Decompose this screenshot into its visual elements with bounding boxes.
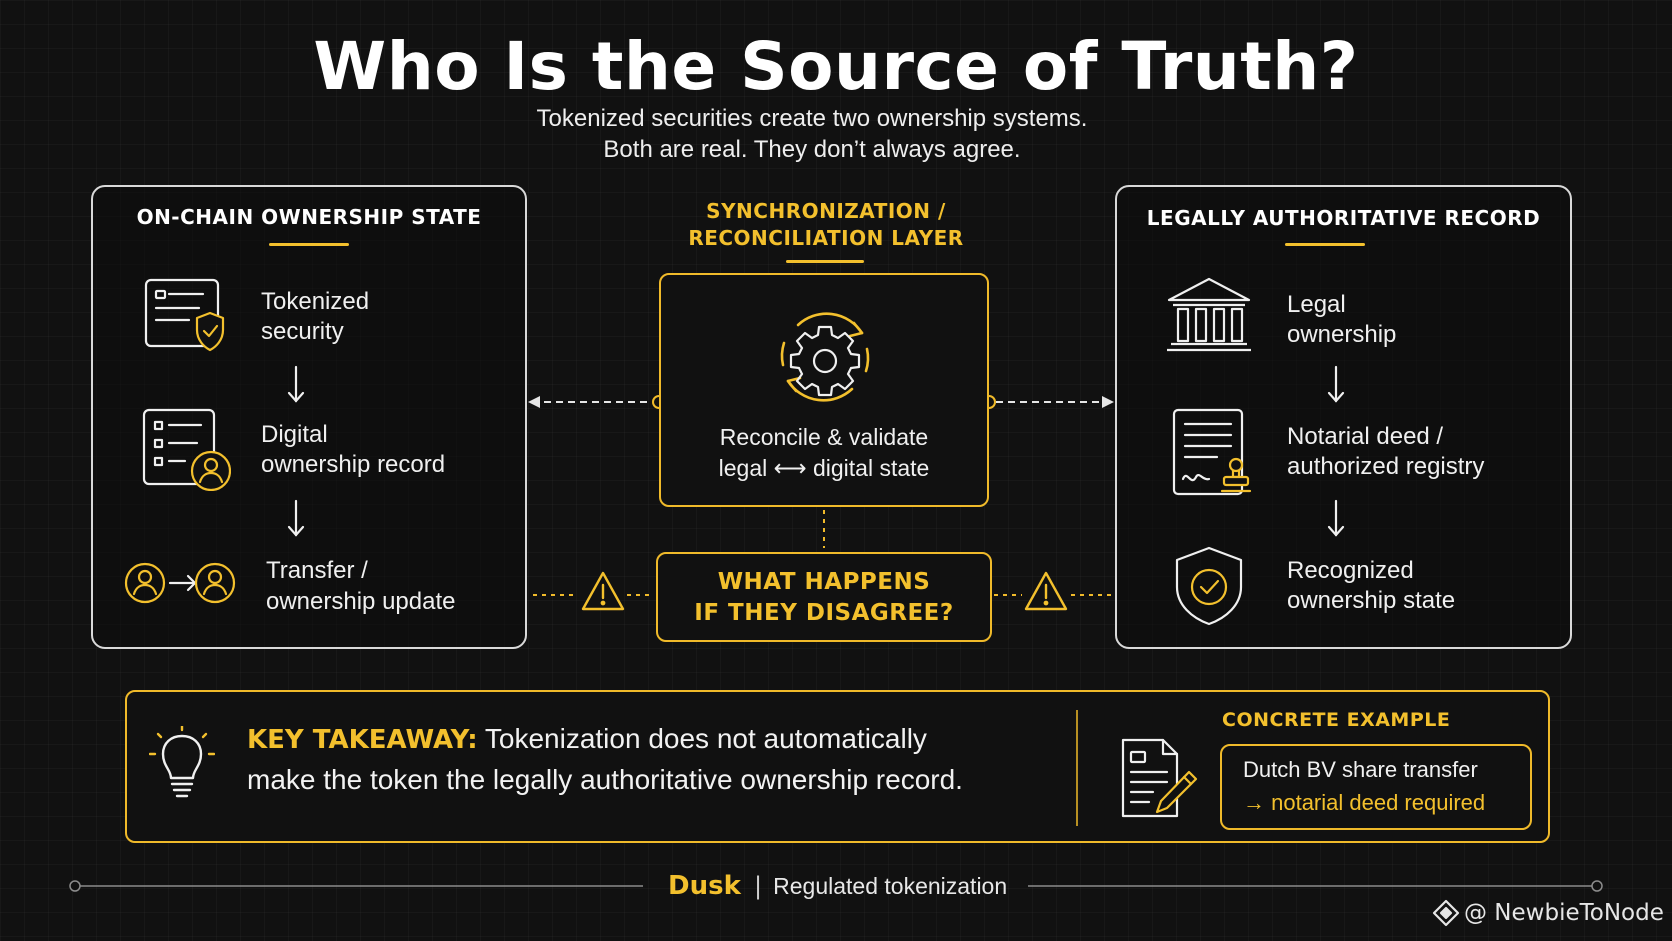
subtitle-line-1: Tokenized securities create two ownershi… bbox=[536, 105, 1088, 132]
footer-tagline: Regulated tokenization bbox=[773, 873, 1008, 899]
document-pen-icon bbox=[1119, 736, 1199, 822]
courthouse-icon bbox=[1165, 276, 1253, 354]
list-item-label: Transfer / ownership update bbox=[266, 557, 456, 615]
deed-stamp-icon bbox=[1171, 407, 1257, 499]
concrete-example-box: Dutch BV share transfer → notarial deed … bbox=[1220, 744, 1532, 830]
legal-record-panel: LEGALLY AUTHORITATIVE RECORD Legal owner… bbox=[1115, 185, 1572, 649]
title-underline bbox=[269, 243, 349, 246]
footer-separator: | bbox=[753, 872, 763, 900]
subtitle-line-2: Both are real. They don’t always agree. bbox=[603, 136, 1021, 163]
page-title: Who Is the Source of Truth? bbox=[313, 28, 1359, 105]
list-item-label: Tokenized security bbox=[261, 288, 370, 345]
key-takeaway-label: KEY TAKEAWAY: bbox=[247, 725, 478, 755]
list-item-label: Notarial deed / authorized registry bbox=[1287, 423, 1485, 480]
reconcile-box: Reconcile & validate legal ⟷ digital sta… bbox=[659, 273, 989, 507]
legal-record-panel-title: LEGALLY AUTHORITATIVE RECORD bbox=[1146, 206, 1541, 230]
arrow-down-icon bbox=[286, 365, 306, 405]
on-chain-panel: ON-CHAIN OWNERSHIP STATE Tokenized secur… bbox=[91, 185, 527, 649]
diamond-logo-icon bbox=[1432, 899, 1460, 927]
example-line-1: Dutch BV share transfer bbox=[1243, 757, 1478, 782]
list-item-label: Digital ownership record bbox=[261, 421, 446, 478]
list-item-label: Legal ownership bbox=[1287, 291, 1397, 348]
sync-gear-icon bbox=[770, 305, 880, 409]
footer: Dusk | Regulated tokenization bbox=[668, 871, 1007, 901]
lightbulb-icon bbox=[149, 726, 215, 802]
title-underline bbox=[1285, 243, 1365, 246]
arrow-down-icon bbox=[286, 499, 306, 539]
warning-icon bbox=[580, 570, 626, 612]
reconcile-text: Reconcile & validate legal ⟷ digital sta… bbox=[718, 424, 930, 481]
concrete-example-title: CONCRETE EXAMPLE bbox=[1222, 709, 1451, 731]
example-line-2: → notarial deed required bbox=[1243, 790, 1486, 815]
arrow-down-icon bbox=[1326, 365, 1346, 405]
key-takeaway-text: KEY TAKEAWAY: Tokenization does not auto… bbox=[247, 723, 963, 795]
disagree-text: WHAT HAPPENS IF THEY DISAGREE? bbox=[694, 569, 954, 626]
disagree-box: WHAT HAPPENS IF THEY DISAGREE? bbox=[656, 552, 992, 642]
on-chain-panel-title: ON-CHAIN OWNERSHIP STATE bbox=[136, 205, 482, 229]
arrow-down-icon bbox=[1326, 499, 1346, 539]
watermark: @ NewbieToNode bbox=[1464, 900, 1664, 926]
brand-name: Dusk bbox=[668, 871, 741, 901]
token-document-shield-icon bbox=[143, 276, 227, 356]
divider bbox=[1076, 710, 1078, 826]
user-transfer-icon bbox=[123, 561, 237, 605]
sync-layer-title: SYNCHRONIZATION / RECONCILIATION LAYER bbox=[688, 199, 964, 250]
key-takeaway-box: KEY TAKEAWAY: Tokenization does not auto… bbox=[125, 690, 1550, 843]
checklist-user-icon bbox=[141, 407, 231, 491]
title-underline bbox=[786, 260, 864, 263]
list-item-label: Recognized ownership state bbox=[1287, 557, 1456, 614]
shield-check-icon bbox=[1173, 545, 1245, 627]
warning-icon bbox=[1023, 570, 1069, 612]
